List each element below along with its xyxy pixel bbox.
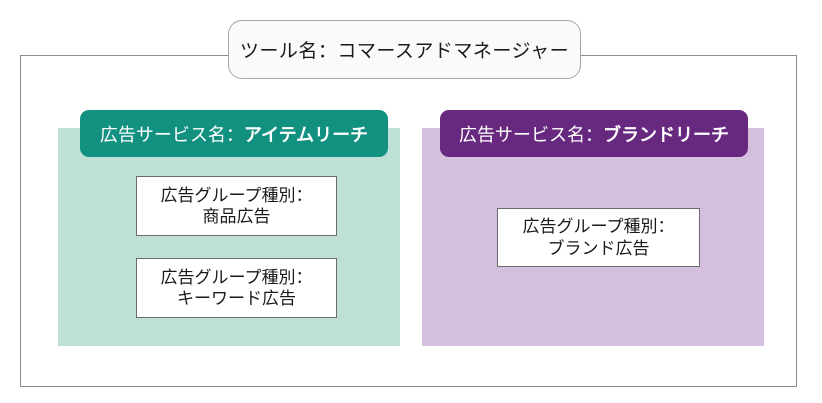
- ad-group-box: 広告グループ種別： キーワード広告: [136, 258, 337, 318]
- service-header-name-item-reach: アイテムリーチ: [243, 124, 369, 145]
- ad-group-type-value: キーワード広告: [177, 289, 296, 308]
- service-header-name-brand-reach: ブランドリーチ: [603, 124, 729, 145]
- ad-group-type-label: 広告グループ種別：: [522, 217, 675, 237]
- ad-group-type-label: 広告グループ種別：: [160, 267, 313, 287]
- ad-group-box: 広告グループ種別： 商品広告: [136, 176, 337, 236]
- ad-group-type-value: 商品広告: [202, 207, 271, 226]
- service-header-brand-reach: 広告サービス名： ブランドリーチ: [440, 110, 748, 157]
- tool-name-box: ツール名：コマースアドマネージャー: [228, 20, 581, 79]
- service-header-label-item-reach: 広告サービス名：: [99, 124, 244, 145]
- ad-group-box: 広告グループ種別： ブランド広告: [497, 208, 700, 267]
- ad-group-type-label: 広告グループ種別：: [160, 185, 313, 205]
- service-header-item-reach: 広告サービス名： アイテムリーチ: [80, 110, 388, 157]
- ad-group-type-value: ブランド広告: [547, 238, 650, 258]
- service-header-label-brand-reach: 広告サービス名：: [459, 124, 603, 145]
- tool-name-label: ツール名：コマースアドマネージャー: [239, 41, 570, 62]
